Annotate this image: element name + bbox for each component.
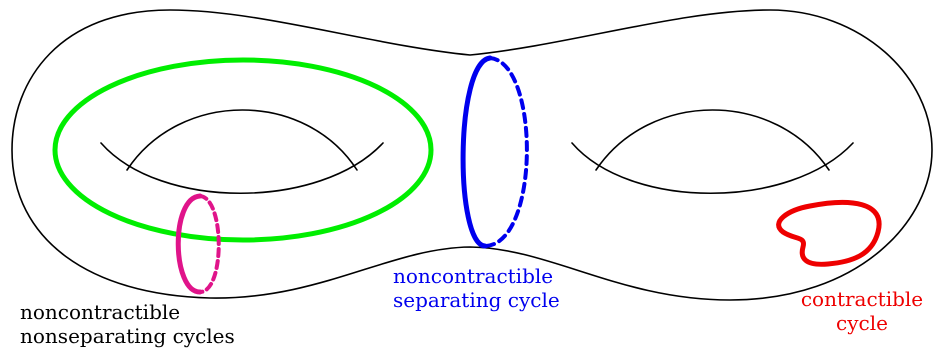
blue-separating-cycle-front	[460, 55, 493, 249]
right-hole-upper-curve	[595, 109, 830, 171]
nonseparating-caption-line1: noncontractible	[20, 300, 181, 324]
nonseparating-caption-line2: nonseparating cycles	[20, 324, 235, 348]
contractible-cycle-caption: contractible cycle	[792, 287, 932, 335]
right-hole-lower-curve	[571, 142, 854, 194]
left-hole-upper-curve	[126, 109, 358, 171]
blue-separating-cycle-back	[483, 56, 529, 248]
nonseparating-cycles-caption: noncontractible nonseparating cycles	[20, 300, 235, 348]
separating-cycle-caption: noncontractible separating cycle	[393, 264, 560, 312]
green-longitude-cycle	[52, 57, 434, 243]
separating-caption-line1: noncontractible	[393, 264, 554, 288]
magenta-meridian-cycle-front	[175, 193, 203, 295]
contractible-caption-line1: contractible	[800, 287, 924, 311]
surface-outline	[11, 9, 933, 301]
contractible-caption-line2: cycle	[836, 311, 888, 335]
magenta-meridian-cycle-back	[198, 194, 221, 294]
red-contractible-cycle	[776, 199, 882, 267]
separating-caption-line2: separating cycle	[393, 288, 560, 312]
